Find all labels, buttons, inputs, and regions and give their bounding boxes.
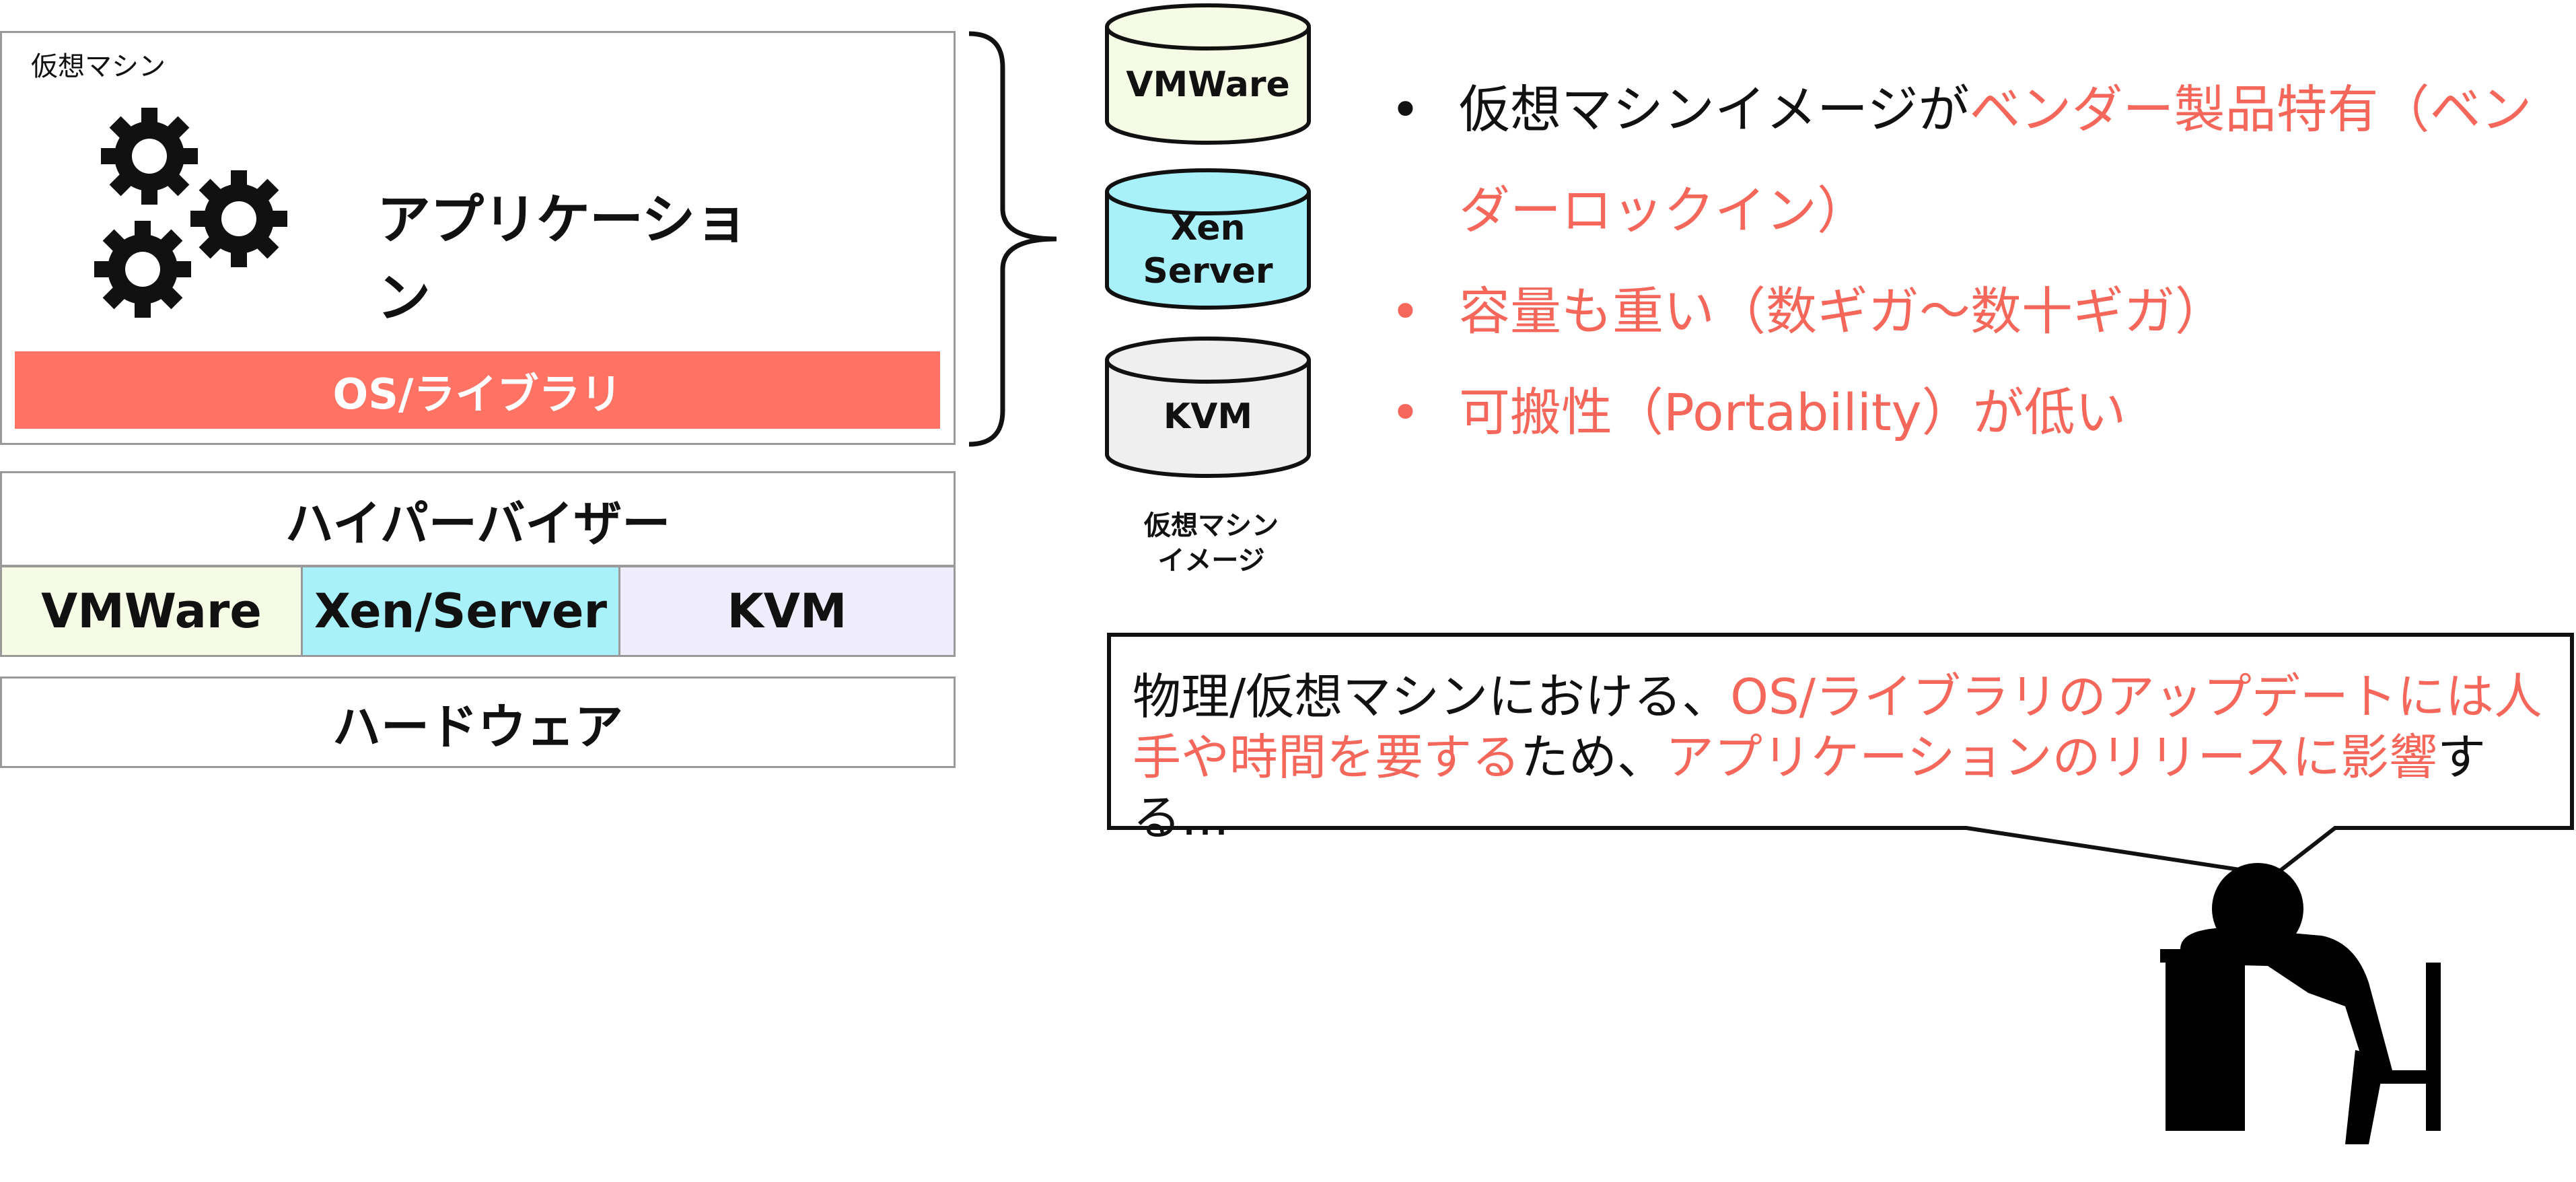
speech-bubble: [1107, 633, 2574, 878]
bullet-text: 仮想マシンイメージが: [1459, 79, 1970, 139]
cylinder-label: VMWare: [1126, 65, 1290, 105]
cylinder-label-line2: Server: [1143, 251, 1273, 291]
image-cylinder-xen-server: Xen Server: [1104, 165, 1312, 313]
bubble-text-part: する…: [1133, 729, 2486, 846]
bubble-text: 物理/仮想マシンにおける、OS/ライブラリのアップデートには人手や時間を要するた…: [1133, 666, 2546, 848]
hypervisor-xen-server: Xen/Server: [301, 565, 620, 657]
bullet-dot: •: [1390, 281, 1421, 341]
hardware-layer: ハードウェア: [0, 676, 956, 768]
bullet-dot: •: [1390, 382, 1421, 442]
caption-line2: イメージ: [1157, 545, 1265, 576]
right-brace: [968, 31, 1057, 447]
cylinder-label: KVM: [1163, 396, 1253, 437]
bubble-text-highlight: アプリケーションのリリースに影響: [1666, 729, 2437, 786]
cylinder-label-line1: Xen: [1170, 208, 1246, 248]
bubble-text-part: 物理/仮想マシンにおける、: [1133, 668, 1731, 725]
application-title: アプリケーション: [377, 188, 748, 329]
bullet-item: • 容量も重い（数ギガ～数十ギガ）: [1373, 261, 2557, 362]
bubble-text-part: ため、: [1520, 729, 1666, 786]
image-cylinder-vmware: VMWare: [1104, 0, 1312, 148]
bubble-text-highlight: OS/ライブラリのアップデートには人手や時間を要する: [1133, 668, 2542, 786]
bullet-dot: •: [1390, 79, 1421, 139]
bullet-item: • 可搬性（Portability）が低い: [1373, 362, 2557, 463]
tired-person-icon: [2160, 863, 2441, 1144]
hypervisor-layer: ハイパーバイザー: [0, 471, 956, 567]
bullet-highlight: 容量も重い（数ギガ～数十ギガ）: [1459, 281, 2226, 341]
vm-label: 仮想マシン: [31, 51, 166, 82]
bullet-highlight: ベンダー製品特有（ベンダーロックイン）: [1459, 79, 2532, 240]
os-library-bar: OS/ライブラリ: [15, 351, 940, 429]
caption-line1: 仮想マシン: [1144, 510, 1279, 541]
hypervisor-kvm: KVM: [618, 565, 956, 657]
bullet-list: • 仮想マシンイメージがベンダー製品特有（ベンダーロックイン） • 容量も重い（…: [1373, 59, 2557, 463]
vm-image-caption: 仮想マシン イメージ: [1104, 508, 1319, 578]
hypervisor-vmware: VMWare: [0, 565, 303, 657]
bullet-highlight: 可搬性（Portability）が低い: [1459, 382, 2126, 442]
image-cylinder-kvm: KVM: [1104, 333, 1312, 481]
bullet-item: • 仮想マシンイメージがベンダー製品特有（ベンダーロックイン）: [1373, 59, 2557, 261]
gears-icon: [94, 108, 287, 318]
